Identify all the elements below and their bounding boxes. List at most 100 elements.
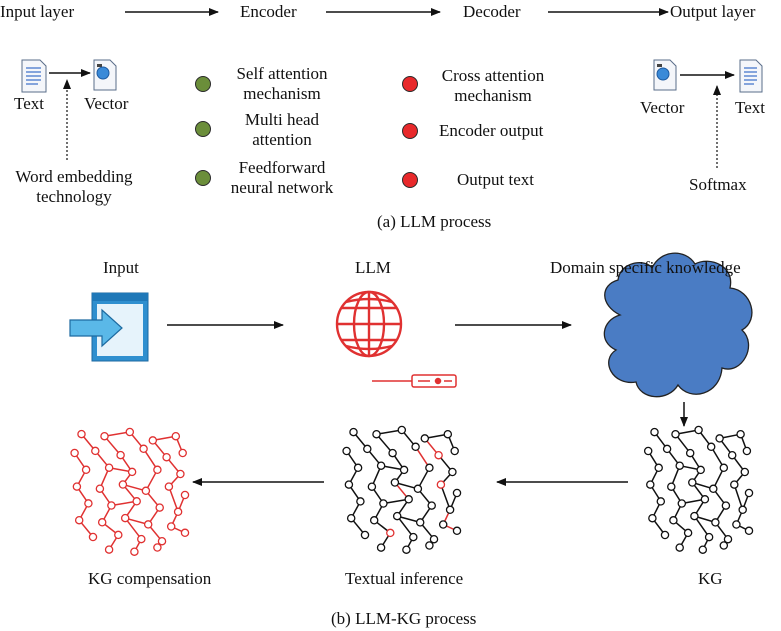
graph-node (70, 448, 79, 458)
graph-edge (383, 498, 409, 505)
graph-node (438, 520, 448, 529)
graph-node (178, 448, 187, 458)
encoder-dot (195, 76, 211, 92)
domain-knowledge-label: Domain specific knowledge (550, 258, 741, 277)
graph-node (650, 427, 659, 437)
graph-node (157, 536, 167, 546)
graph-node (700, 495, 710, 504)
graph-node (675, 543, 684, 552)
stage-encoder: Encoder (240, 2, 297, 21)
graph-node (660, 530, 670, 540)
graph-node (137, 534, 146, 544)
globe-icon (335, 290, 403, 358)
graph-node (388, 448, 397, 458)
graph-node (685, 448, 695, 458)
graph-node (723, 534, 733, 544)
graph-node (704, 532, 714, 542)
kg-label: KG (698, 569, 723, 588)
graph-node (667, 482, 676, 491)
encoder-item-self-attention: Self attention mechanism (236, 64, 328, 103)
graph-edge (111, 500, 137, 507)
graph-node (386, 528, 395, 538)
graph-node (100, 431, 109, 441)
graph-node (415, 518, 425, 527)
graph-node (116, 450, 125, 460)
graph-node (369, 516, 379, 525)
vector-icon-output (653, 59, 677, 91)
graph-node (675, 461, 684, 470)
graph-node (730, 480, 739, 489)
graph-node (107, 501, 116, 510)
graph-node (171, 431, 181, 441)
encoder-item-multi-head: Multi head attention (244, 110, 320, 149)
graph-node (669, 516, 678, 525)
decoder-item-encoder-output: Encoder output (439, 121, 544, 140)
graph-node (690, 511, 699, 521)
graph-node (742, 446, 752, 456)
graph-edge (376, 429, 402, 435)
graph-node (176, 469, 185, 479)
graph-node (356, 497, 365, 506)
input-vector-label: Vector (84, 94, 129, 113)
graph-edge (168, 486, 179, 513)
graph-node (162, 452, 171, 462)
stage-input-layer: Input layer (0, 2, 75, 21)
graph-node (342, 446, 351, 456)
graph-node (376, 543, 386, 552)
graph-node (360, 530, 370, 540)
stage-output-layer: Output layer (670, 2, 756, 21)
graph-node (349, 427, 358, 437)
encoder-dot (195, 170, 211, 186)
graph-node (721, 501, 731, 510)
graph-node (648, 513, 657, 523)
decoder-dot (402, 123, 418, 139)
graph-node (744, 526, 754, 536)
graph-node (711, 518, 720, 527)
decoder-item-output-text: Output text (457, 170, 534, 189)
graph-node (709, 484, 718, 494)
graph-node (81, 465, 91, 475)
graph-node (646, 480, 655, 489)
graph-node (120, 513, 130, 523)
graph-node (118, 480, 128, 489)
graph-node (683, 528, 693, 538)
graph-node (392, 511, 402, 521)
graph-node (425, 463, 434, 473)
caption-llm-process: (a) LLM process (377, 212, 492, 231)
graph-node (411, 442, 420, 452)
softmax-label: Softmax (689, 175, 747, 194)
graph-node (153, 543, 162, 552)
graph-node (436, 480, 446, 489)
graph-node (732, 520, 741, 529)
graph-edge (124, 517, 142, 540)
graph-node (434, 450, 443, 460)
graph-node (397, 425, 407, 435)
graph-node (404, 495, 413, 504)
kg-graph (643, 425, 754, 554)
graph-node (429, 534, 439, 544)
graph-node (346, 513, 356, 523)
stage-decoder: Decoder (463, 2, 521, 21)
graph-node (744, 488, 754, 498)
graph-node (180, 490, 190, 500)
graph-node (445, 505, 455, 515)
graph-node (719, 463, 729, 473)
graph-node (696, 465, 705, 475)
vector-icon-input (93, 59, 117, 91)
magnifier-icon (372, 374, 457, 388)
graph-node (180, 528, 190, 538)
graph-node (372, 429, 381, 439)
graph-node (127, 467, 137, 477)
graph-node (677, 499, 687, 508)
graph-node (353, 463, 363, 473)
graph-node (367, 482, 377, 491)
graph-node (420, 434, 430, 443)
encoder-dot (195, 121, 211, 137)
graph-node (643, 446, 653, 456)
input-label: Input (103, 258, 139, 277)
kg-compensation-graph (70, 427, 190, 556)
textual-inference-label: Textual inference (345, 569, 464, 588)
graph-node (88, 532, 98, 542)
graph-node (715, 434, 724, 443)
